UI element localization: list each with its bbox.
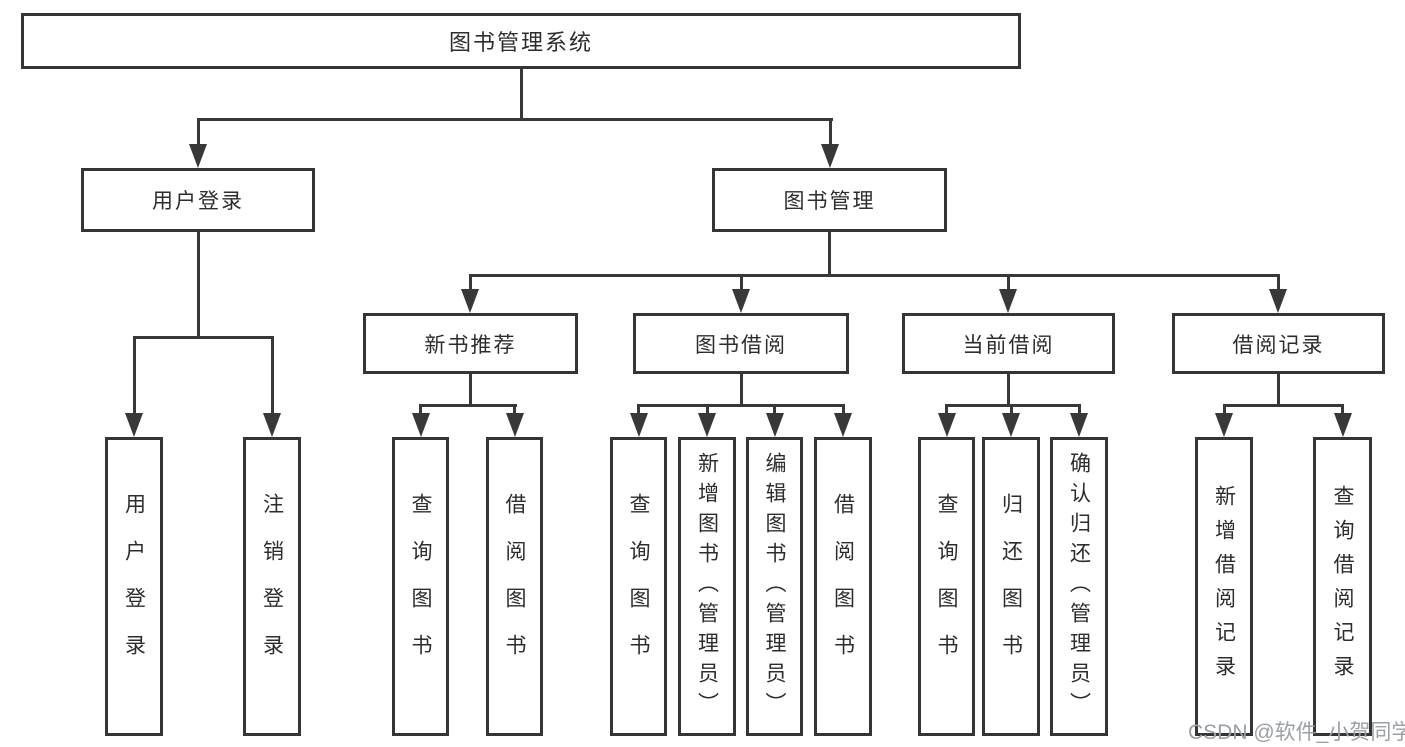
- node-label: 新书推荐: [424, 333, 517, 357]
- arrowhead-down-icon: [461, 289, 479, 313]
- node-book-borrow: 图书借阅: [633, 313, 849, 374]
- node-borrow-books-recommend: 借阅图书: [486, 437, 543, 736]
- node-label: 借阅记录: [1232, 333, 1325, 357]
- node-label: 当前借阅: [962, 333, 1055, 357]
- node-query-borrow-record: 查询借阅记录: [1313, 437, 1372, 736]
- node-logout: 注销登录: [243, 437, 301, 736]
- node-add-borrow-record: 新增借阅记录: [1195, 437, 1253, 736]
- node-label: 用户登录: [122, 492, 146, 681]
- connector-vline: [197, 232, 200, 337]
- node-query-books-borrow: 查询图书: [610, 437, 667, 736]
- connector-vline: [1078, 404, 1081, 416]
- arrowhead-down-icon: [1002, 413, 1020, 437]
- connector-vline: [637, 404, 640, 416]
- node-label: 查询图书: [935, 492, 958, 681]
- connector-vline: [828, 232, 831, 277]
- node-confirm-return-admin: 确认归还（管理员）: [1050, 437, 1108, 736]
- node-label: 确认归还（管理员）: [1067, 451, 1091, 722]
- connector-vline: [1277, 374, 1280, 407]
- node-return-book: 归还图书: [982, 437, 1040, 736]
- connector-vline: [1223, 404, 1226, 416]
- connector-vline: [706, 404, 709, 416]
- node-user-login: 用户登录: [81, 168, 315, 232]
- node-label: 查询借阅记录: [1331, 484, 1354, 689]
- node-borrow-records: 借阅记录: [1172, 313, 1385, 374]
- connector-vline: [945, 404, 948, 416]
- connector-hline: [419, 404, 517, 407]
- node-label: 借阅图书: [503, 492, 526, 681]
- connector-vline: [842, 404, 845, 416]
- arrowhead-down-icon: [1070, 413, 1088, 437]
- connector-vline: [829, 118, 832, 148]
- connector-vline: [469, 274, 472, 294]
- arrowhead-down-icon: [506, 413, 524, 437]
- connector-vline: [513, 404, 516, 416]
- arrowhead-down-icon: [263, 413, 281, 437]
- node-label: 新增图书（管理员）: [695, 451, 719, 722]
- node-system-root: 图书管理系统: [21, 13, 1021, 69]
- csdn-watermark: CSDN @软件_小贺同学: [1188, 721, 1405, 744]
- node-label: 图书管理: [783, 190, 876, 213]
- connector-vline: [197, 118, 200, 148]
- connector-hline: [133, 336, 274, 339]
- connector-vline: [133, 336, 136, 416]
- node-edit-book-admin: 编辑图书（管理员）: [746, 437, 803, 736]
- connector-hline: [637, 404, 845, 407]
- node-query-books-current: 查询图书: [918, 437, 975, 736]
- connector-vline: [1007, 274, 1010, 294]
- arrowhead-down-icon: [834, 413, 852, 437]
- arrowhead-down-icon: [412, 413, 430, 437]
- arrowhead-down-icon: [189, 144, 207, 168]
- connector-vline: [419, 404, 422, 416]
- arrowhead-down-icon: [766, 413, 784, 437]
- node-label: 查询图书: [409, 492, 432, 681]
- connector-vline: [740, 374, 743, 407]
- node-label: 图书借阅: [695, 333, 787, 357]
- arrowhead-down-icon: [1334, 413, 1352, 437]
- arrowhead-down-icon: [732, 289, 750, 313]
- node-label: 用户登录: [152, 190, 244, 213]
- connector-vline: [469, 374, 472, 407]
- node-borrow-books-leaf: 借阅图书: [814, 437, 872, 736]
- connector-vline: [1007, 374, 1010, 407]
- node-current-borrow: 当前借阅: [902, 313, 1115, 374]
- connector-vline: [740, 274, 743, 294]
- connector-hline: [197, 118, 833, 121]
- arrowhead-down-icon: [821, 144, 839, 168]
- connector-vline: [271, 336, 274, 416]
- arrowhead-down-icon: [1269, 289, 1287, 313]
- node-label: 借阅图书: [831, 492, 855, 681]
- node-new-book-recommend: 新书推荐: [363, 313, 578, 374]
- connector-hline: [1223, 404, 1343, 407]
- arrowhead-down-icon: [1215, 413, 1233, 437]
- arrowhead-down-icon: [999, 289, 1017, 313]
- node-user-login-leaf: 用户登录: [105, 437, 163, 736]
- node-query-books-recommend: 查询图书: [392, 437, 449, 736]
- node-add-book-admin: 新增图书（管理员）: [678, 437, 736, 736]
- node-label: 注销登录: [260, 492, 284, 681]
- node-book-management: 图书管理: [712, 168, 947, 232]
- connector-vline: [1010, 404, 1013, 416]
- arrowhead-down-icon: [698, 413, 716, 437]
- node-label: 图书管理系统: [448, 30, 593, 55]
- connector-vline: [1277, 274, 1280, 294]
- connector-vline: [520, 69, 523, 118]
- node-label: 编辑图书（管理员）: [763, 451, 786, 722]
- arrowhead-down-icon: [630, 413, 648, 437]
- arrowhead-down-icon: [125, 413, 143, 437]
- node-label: 查询图书: [627, 492, 650, 681]
- arrowhead-down-icon: [938, 413, 956, 437]
- node-label: 归还图书: [999, 492, 1023, 681]
- connector-vline: [773, 404, 776, 416]
- connector-hline: [469, 274, 1280, 277]
- connector-vline: [1341, 404, 1344, 416]
- node-label: 新增借阅记录: [1212, 484, 1236, 689]
